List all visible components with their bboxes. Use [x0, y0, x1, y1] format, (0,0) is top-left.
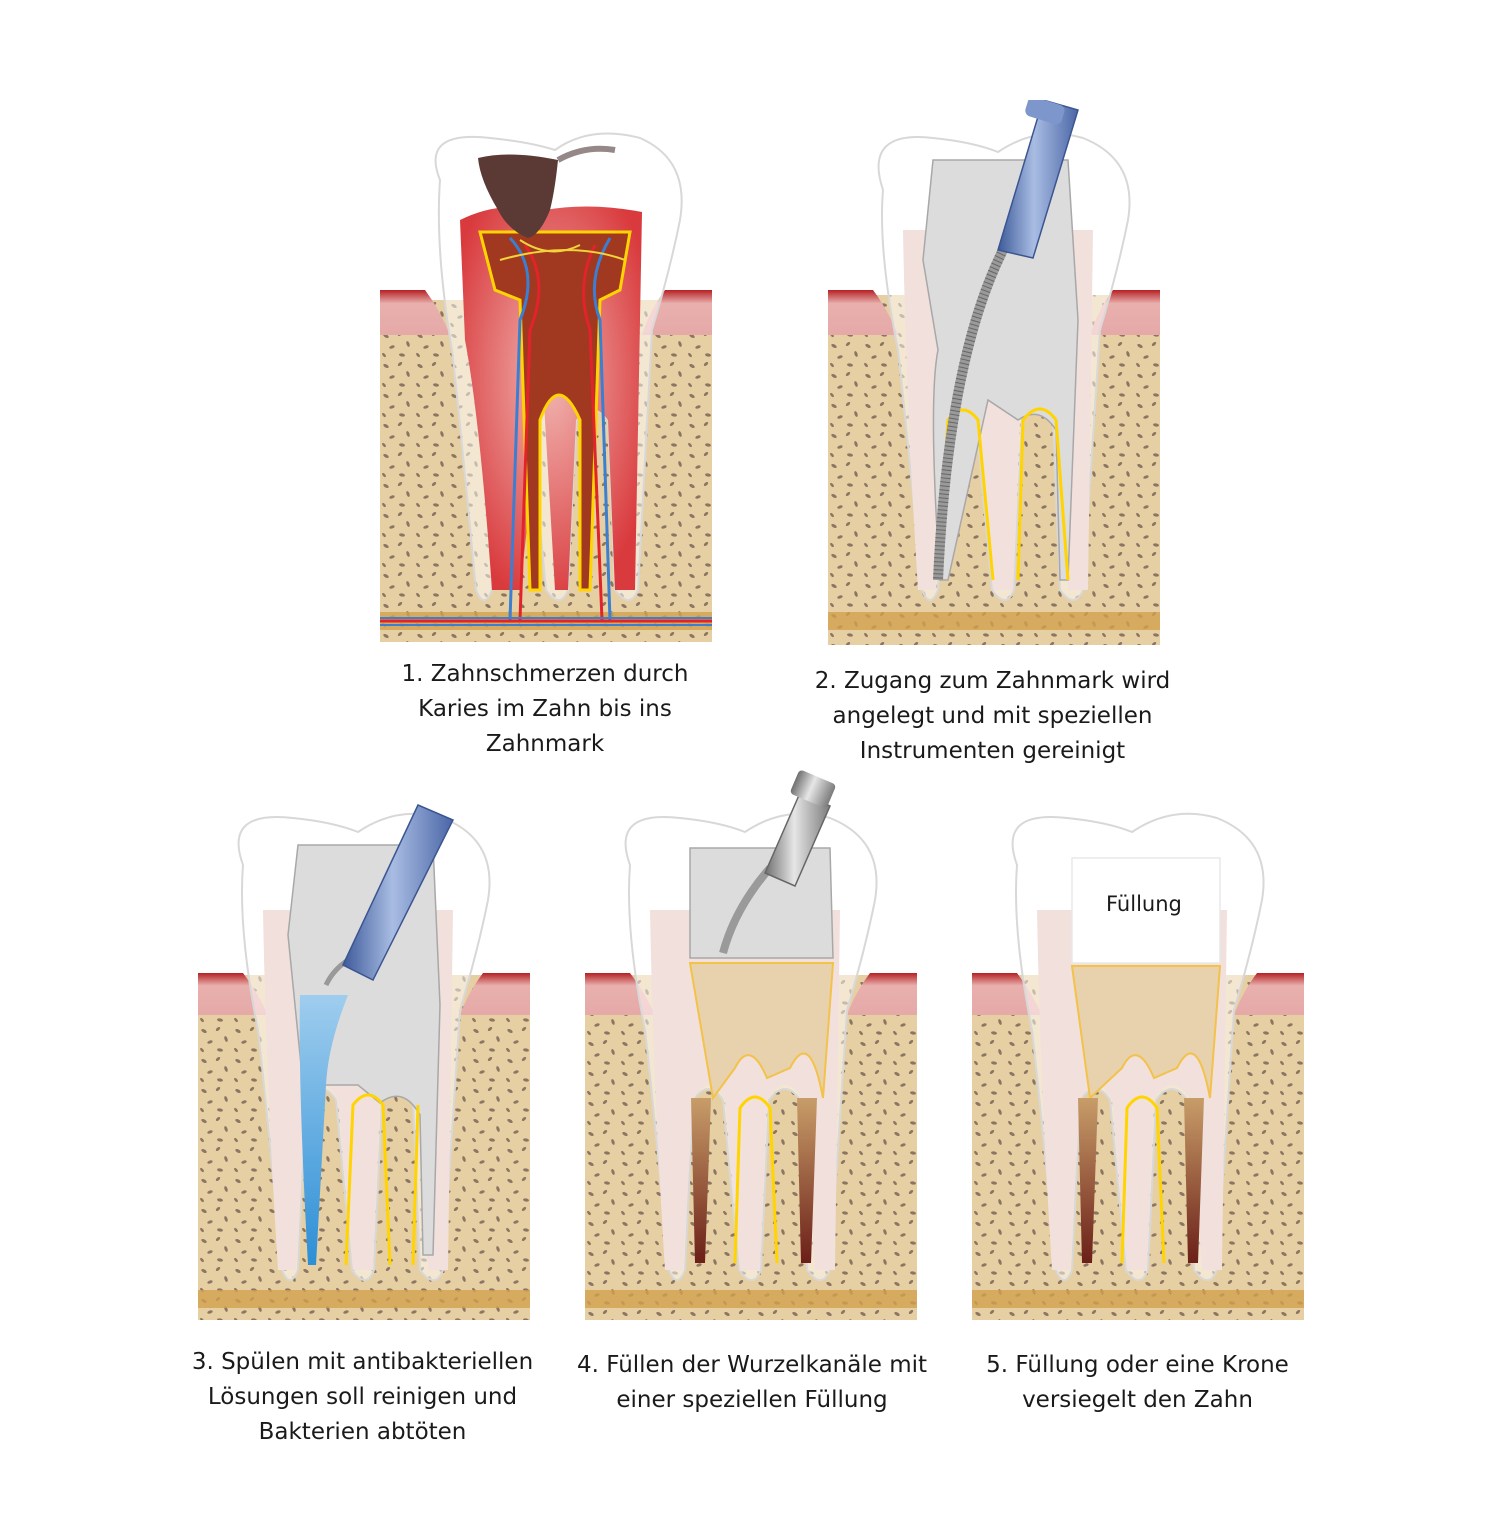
step-5-illustration: [972, 768, 1304, 1333]
step-3-illustration: [198, 785, 530, 1330]
caption-line: 2. Zugang zum Zahnmark wird: [814, 668, 1171, 694]
step-2-illustration: [828, 100, 1160, 650]
gum-left: [585, 973, 655, 1015]
caption-line: 3. Spülen mit antibakteriellen: [191, 1349, 534, 1375]
bone-base: [972, 1290, 1304, 1308]
pulp-edge: [1120, 1095, 1166, 1264]
instrument: [342, 804, 455, 982]
gum-left: [380, 290, 450, 335]
gum-left: [972, 973, 1042, 1015]
gum-right: [460, 973, 530, 1015]
bone-base: [828, 612, 1160, 630]
caption-line: einer speziellen Füllung: [616, 1387, 888, 1413]
crown-chamber-fill: [688, 962, 835, 1101]
root-canal-fill-left: [691, 1098, 711, 1263]
caption-line: 1. Zahnschmerzen durch: [401, 661, 689, 687]
pulp-edge: [936, 407, 1070, 581]
gum-right: [1234, 973, 1304, 1015]
file: [719, 865, 774, 955]
gum-right: [847, 973, 917, 1015]
caption-line: Karies im Zahn bis ins: [418, 696, 672, 722]
caption-line: Lösungen soll reinigen und: [207, 1384, 518, 1410]
filling-label: Füllung: [1106, 892, 1182, 916]
step-4-caption: 4. Füllen der Wurzelkanäle mit einer spe…: [562, 1348, 942, 1418]
irrigant: [299, 995, 348, 1265]
caption-line: 4. Füllen der Wurzelkanäle mit: [576, 1352, 928, 1378]
gum-left: [828, 290, 898, 335]
step-4-illustration: [585, 768, 917, 1333]
pulp-edge: [733, 1095, 779, 1264]
caries: [478, 154, 558, 238]
caption-line: 5. Füllung oder eine Krone: [986, 1352, 1289, 1378]
gum-left: [198, 973, 268, 1015]
nerve-blue: [508, 236, 612, 621]
instrument: [997, 100, 1079, 259]
crown-chamber-fill: [1070, 965, 1222, 1101]
access-cavity: [287, 844, 441, 1256]
bone-base: [585, 1290, 917, 1308]
step-1-caption: 1. Zahnschmerzen durch Karies im Zahn bi…: [375, 657, 715, 762]
vessel-base: [380, 617, 712, 626]
caption-line: Instrumenten gereinigt: [859, 738, 1126, 764]
root-canal-fill-left: [1078, 1098, 1098, 1263]
step-5-caption: 5. Füllung oder eine Krone versiegelt de…: [965, 1348, 1310, 1418]
pulp-chamber: [478, 230, 632, 592]
root-canal-fill-right: [1184, 1098, 1204, 1263]
bone-base: [198, 1290, 530, 1308]
root-canal-fill-right: [797, 1098, 817, 1263]
instrument: [764, 792, 831, 887]
step-2-caption: 2. Zugang zum Zahnmark wird angelegt und…: [800, 664, 1185, 769]
caption-line: angelegt und mit speziellen: [832, 703, 1153, 729]
caption-line: Zahnmark: [485, 731, 605, 757]
access-cavity: [689, 847, 834, 959]
nerve-yellow: [499, 239, 626, 261]
caption-line: Bakterien abtöten: [258, 1419, 467, 1445]
step-3-caption: 3. Spülen mit antibakteriellen Lösungen …: [170, 1345, 555, 1450]
caption-line: versiegelt den Zahn: [1022, 1387, 1253, 1413]
pulp-edge: [344, 1093, 420, 1266]
step-1-illustration: [380, 120, 712, 650]
crown-filling: [1071, 857, 1221, 964]
